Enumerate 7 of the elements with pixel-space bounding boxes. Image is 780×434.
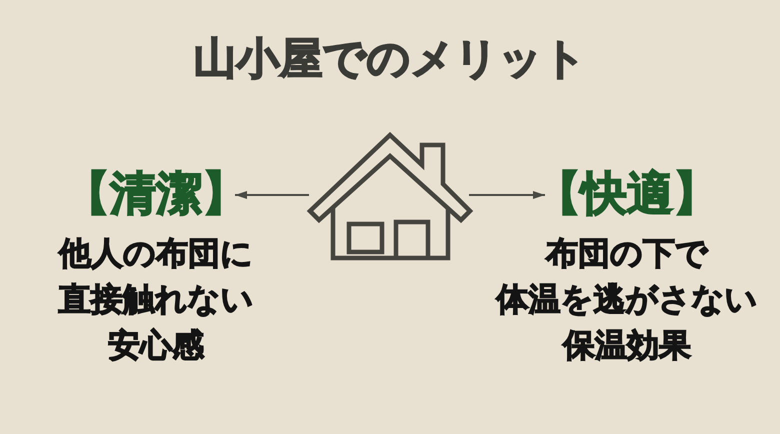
arrow [469, 191, 545, 199]
body-text: 布団の下で体温を逃がさない保温効果 [496, 233, 758, 366]
heading: 【快適】 [534, 166, 720, 220]
heading: 【清潔】 [63, 166, 249, 220]
title: 山小屋でのメリット [192, 33, 588, 86]
body-text: 他人の布団に直接触れない安心感 [57, 233, 254, 366]
arrow [235, 191, 309, 199]
